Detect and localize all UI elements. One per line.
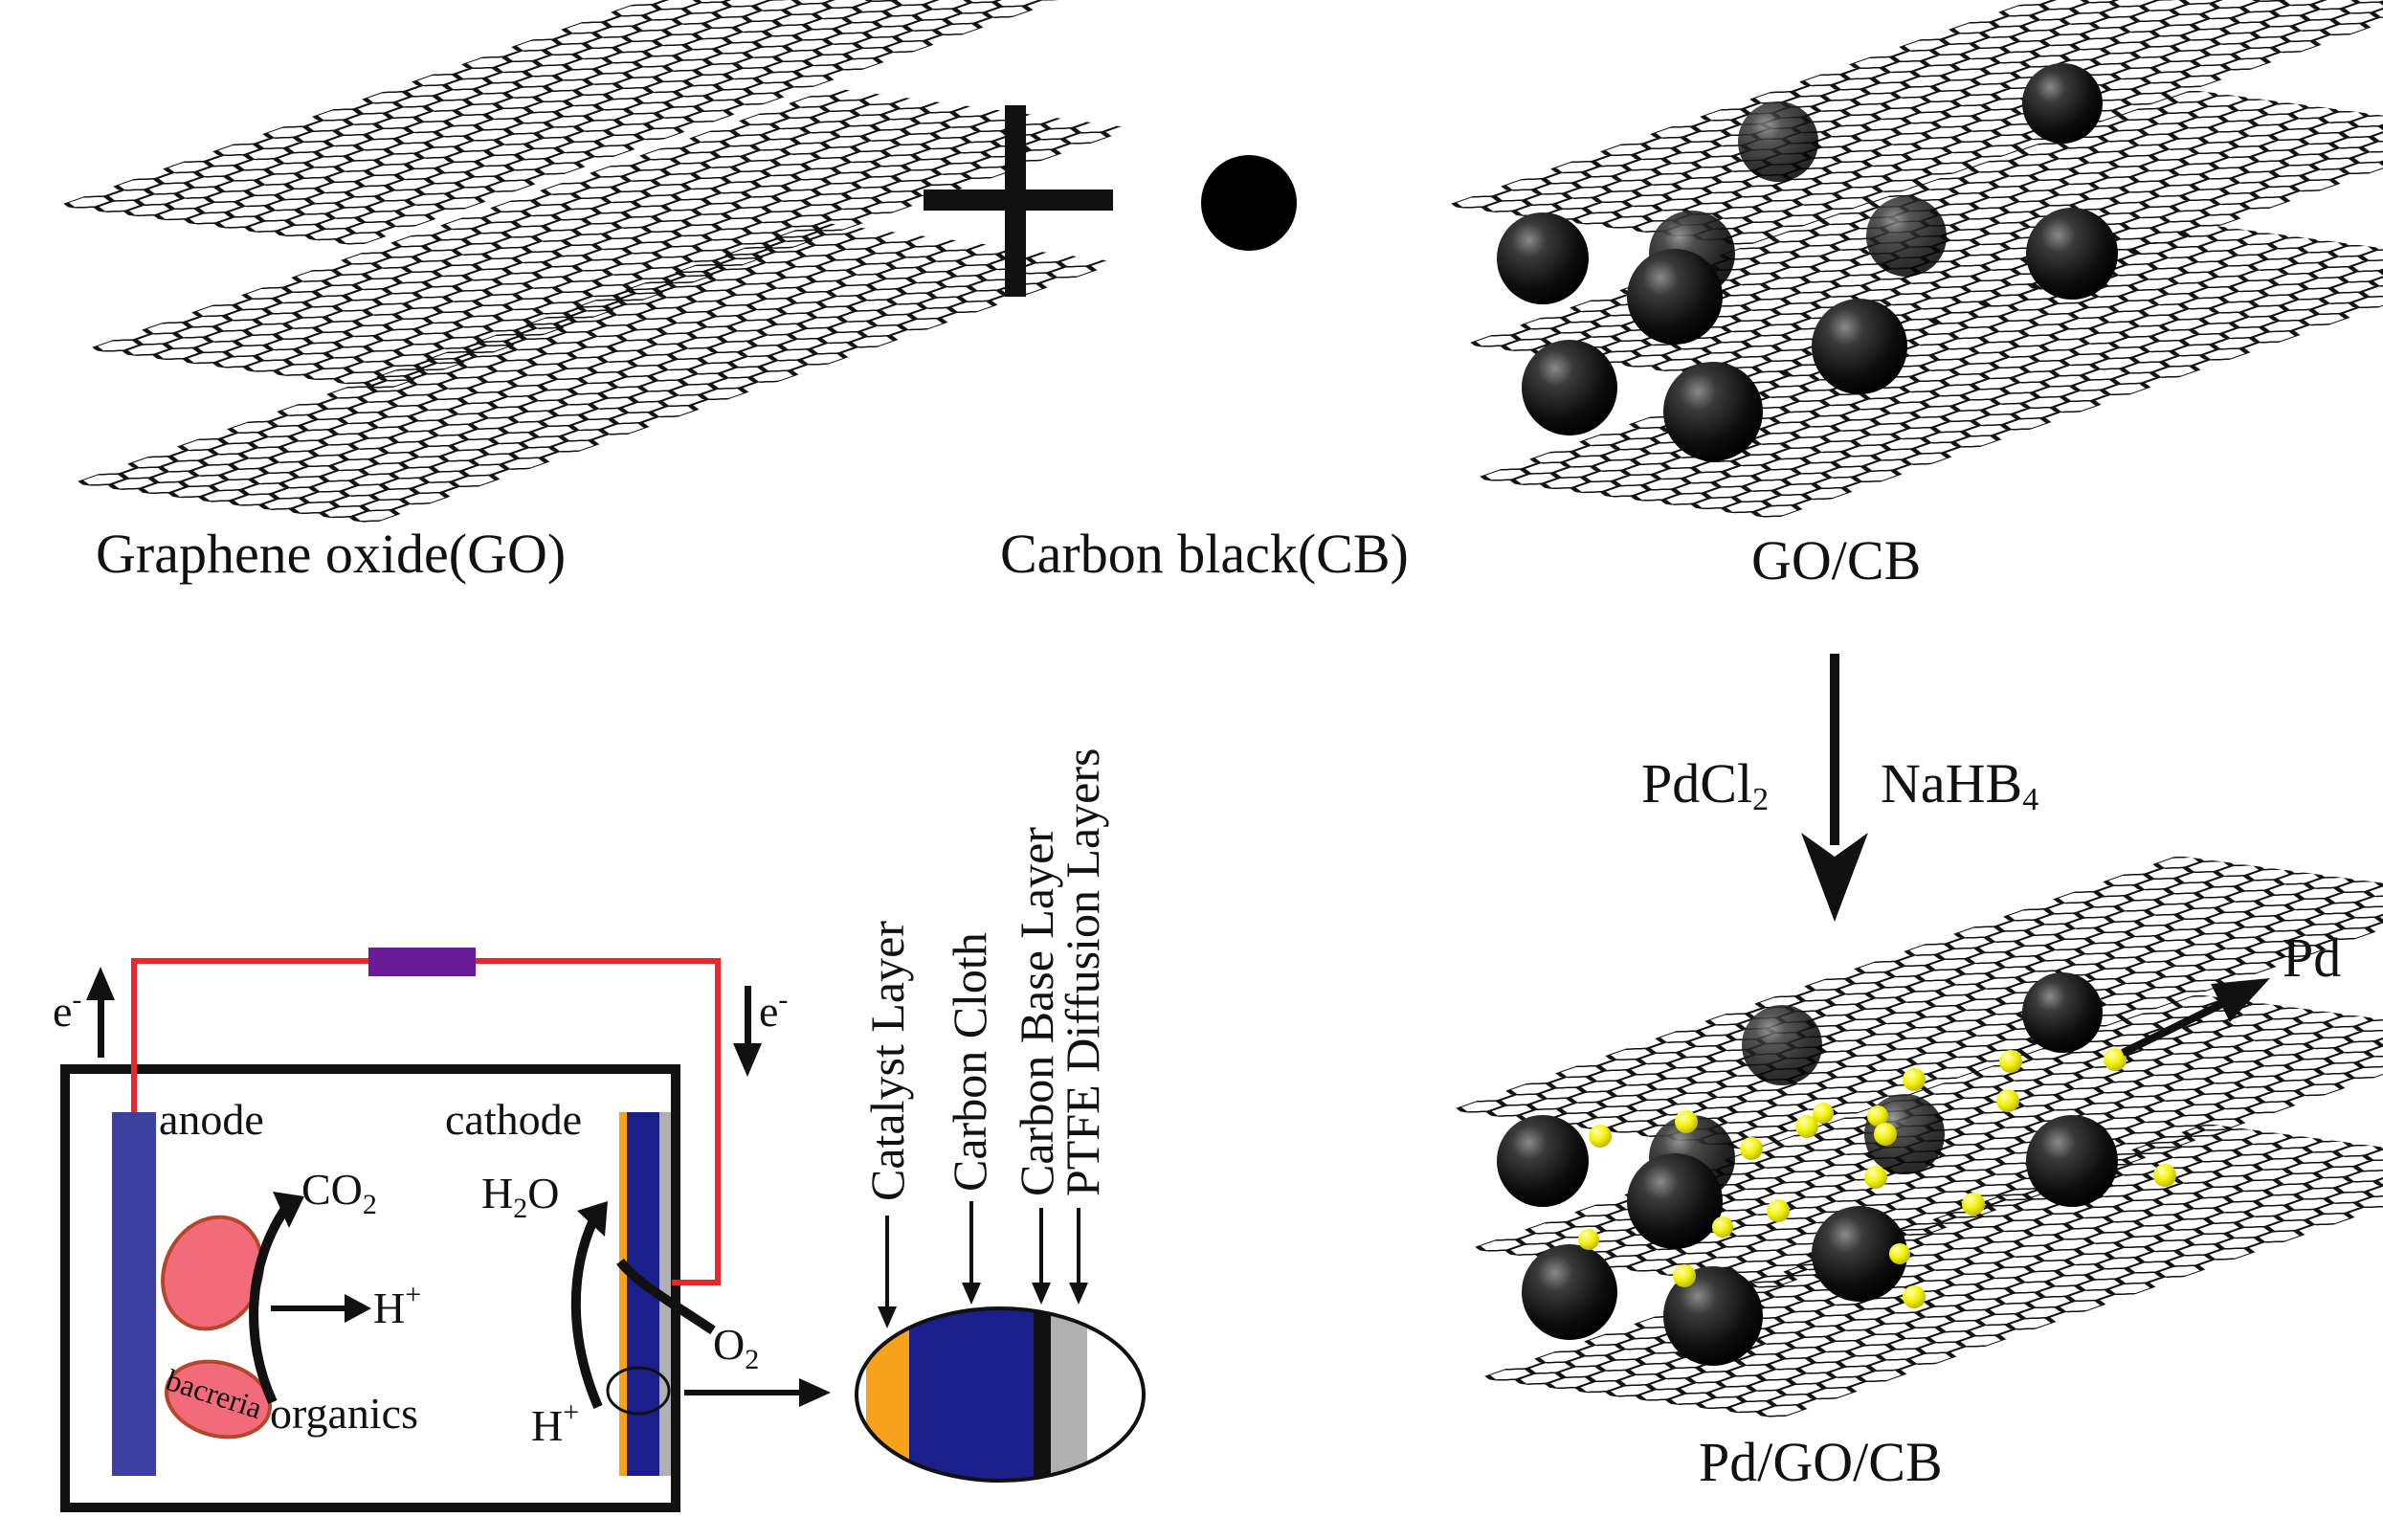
- pd-particle: [1867, 1105, 1888, 1127]
- plus-icon: [924, 105, 1113, 297]
- proton-cathode-label: H+: [531, 1396, 579, 1450]
- pd-particle: [1578, 1229, 1599, 1250]
- graphene-sheet: [1464, 89, 2383, 386]
- resistor: [368, 948, 476, 976]
- carbon-black-sphere: [1522, 340, 1617, 435]
- pd-particle: [1673, 1264, 1696, 1287]
- go-cb-label: GO/CB: [1751, 529, 1921, 591]
- carbon-black-sphere: [2026, 208, 2118, 300]
- pd-particle: [1712, 1216, 1733, 1238]
- cathode-reaction-arrow: [570, 1217, 603, 1409]
- pd-pointer-arrow: [2121, 978, 2270, 1057]
- carbon-black-sphere: [1812, 1206, 1907, 1302]
- zoom-carbon-cloth: [909, 1308, 1034, 1481]
- reduction-arrow: [1801, 654, 1868, 922]
- graphene-sheet: [1450, 855, 2383, 1151]
- o2-label: O2: [713, 1320, 759, 1375]
- anode-label: anode: [159, 1095, 264, 1144]
- carbon-cloth-label: Carbon Cloth: [943, 932, 996, 1192]
- pd-particle: [2104, 1048, 2127, 1071]
- carbon-black-sphere: [2026, 1115, 2118, 1207]
- carbon-black-sphere: [1663, 1266, 1763, 1366]
- pd-label: Pd: [2283, 926, 2341, 989]
- nahb4-label: NaHB4: [1881, 752, 2038, 817]
- cathode-label: cathode: [445, 1095, 582, 1144]
- pd-particle: [1589, 1125, 1612, 1148]
- carbon-black-sphere: [1522, 1244, 1617, 1340]
- carbon-black-sphere: [1866, 196, 1947, 277]
- anode-reaction-arrow: [249, 1203, 292, 1405]
- carbon-black-sphere: [2022, 972, 2103, 1053]
- carbon-base-layer-label: Carbon Base Layer: [1010, 827, 1063, 1196]
- pd-particle: [1962, 1193, 1985, 1216]
- pd-particle: [1813, 1103, 1834, 1124]
- pd-go-cb-stack: [1450, 855, 2383, 1419]
- pdcl2-label: PdCl2: [1641, 752, 1769, 817]
- graphene-sheet: [1469, 993, 2383, 1290]
- h2o-label: H2O: [481, 1169, 559, 1224]
- bacteria-cell: [164, 1359, 273, 1440]
- electron-up-arrow: [86, 967, 115, 1058]
- carbon-black-spheres: [1497, 63, 2118, 461]
- pd-particle: [1874, 1123, 1897, 1146]
- carbon-black-sphere: [1742, 1005, 1822, 1085]
- pd-particle: [1996, 1089, 2019, 1112]
- carbon-black-sphere: [1497, 212, 1589, 304]
- electron-down-arrow: [733, 986, 762, 1077]
- zoom-carbon-base-layer: [1034, 1308, 1051, 1481]
- go-cb-stack: [1445, 0, 2383, 520]
- pd-particle: [1889, 1243, 1910, 1264]
- graphene-sheet: [57, 0, 1105, 247]
- pd-particle: [1864, 1166, 1887, 1189]
- graphene-sheet: [1445, 0, 2383, 247]
- catalyst-layer-label: Catalyst Layer: [860, 921, 914, 1201]
- pd-particle: [1903, 1285, 1926, 1308]
- zoom-ptfe-layer: [1051, 1308, 1087, 1481]
- pd-nanoparticles: [1578, 1048, 2176, 1308]
- organics-label: organics: [270, 1389, 418, 1438]
- pd-particle: [1903, 1068, 1926, 1091]
- graphene-oxide-stack: [57, 0, 1134, 524]
- pd-particle: [1999, 1050, 2022, 1073]
- carbon-black-particle: [1201, 155, 1297, 251]
- proton-anode-label: H+: [373, 1279, 421, 1332]
- carbon-black-label: Carbon black(CB): [1000, 523, 1409, 585]
- pd-particle: [2153, 1164, 2176, 1187]
- carbon-black-sphere: [1497, 1115, 1589, 1207]
- pd-go-cb-label: Pd/GO/CB: [1699, 1431, 1943, 1493]
- carbon-black-sphere: [1627, 1153, 1723, 1249]
- fuel-cell-diagram: e- e- anode cathode bacreria organics CO…: [53, 748, 1146, 1512]
- carbon-black-spheres: [1497, 972, 2118, 1366]
- zoom-arrow: [684, 1378, 831, 1407]
- graphene-oxide-label: Graphene oxide(GO): [96, 523, 566, 585]
- pd-particle: [1675, 1110, 1698, 1133]
- cathode-magnifier: [606, 1366, 671, 1416]
- graphene-sheet: [72, 221, 1120, 524]
- cell-chamber: [60, 1064, 680, 1512]
- carbon-black-sphere: [1812, 299, 1907, 394]
- electron-right-label: e-: [759, 984, 788, 1036]
- carbon-black-sphere: [1663, 362, 1763, 461]
- graphene-sheet: [86, 87, 1134, 391]
- pd-particle: [1740, 1137, 1763, 1160]
- carbon-black-sphere: [1627, 249, 1723, 345]
- pd-particle: [1795, 1115, 1818, 1138]
- co2-label: CO2: [301, 1165, 377, 1220]
- carbon-black-sphere: [1738, 101, 1818, 182]
- electron-left-label: e-: [53, 984, 81, 1036]
- carbon-black-sphere: [2022, 63, 2103, 144]
- layer-pointer-arrows: [878, 1201, 1088, 1328]
- cathode-layer-zoom: [855, 1306, 1146, 1483]
- ptfe-diffusion-layers-label: PTFE Diffusion Layers: [1056, 748, 1109, 1196]
- pd-particle: [1767, 1199, 1790, 1222]
- external-circuit-wire: [131, 958, 721, 1285]
- oxygen-arrow: [616, 1258, 716, 1335]
- proton-arrow: [271, 1294, 371, 1323]
- anode-electrode: [112, 1112, 156, 1476]
- cathode-catalyst-layer: [619, 1112, 627, 1476]
